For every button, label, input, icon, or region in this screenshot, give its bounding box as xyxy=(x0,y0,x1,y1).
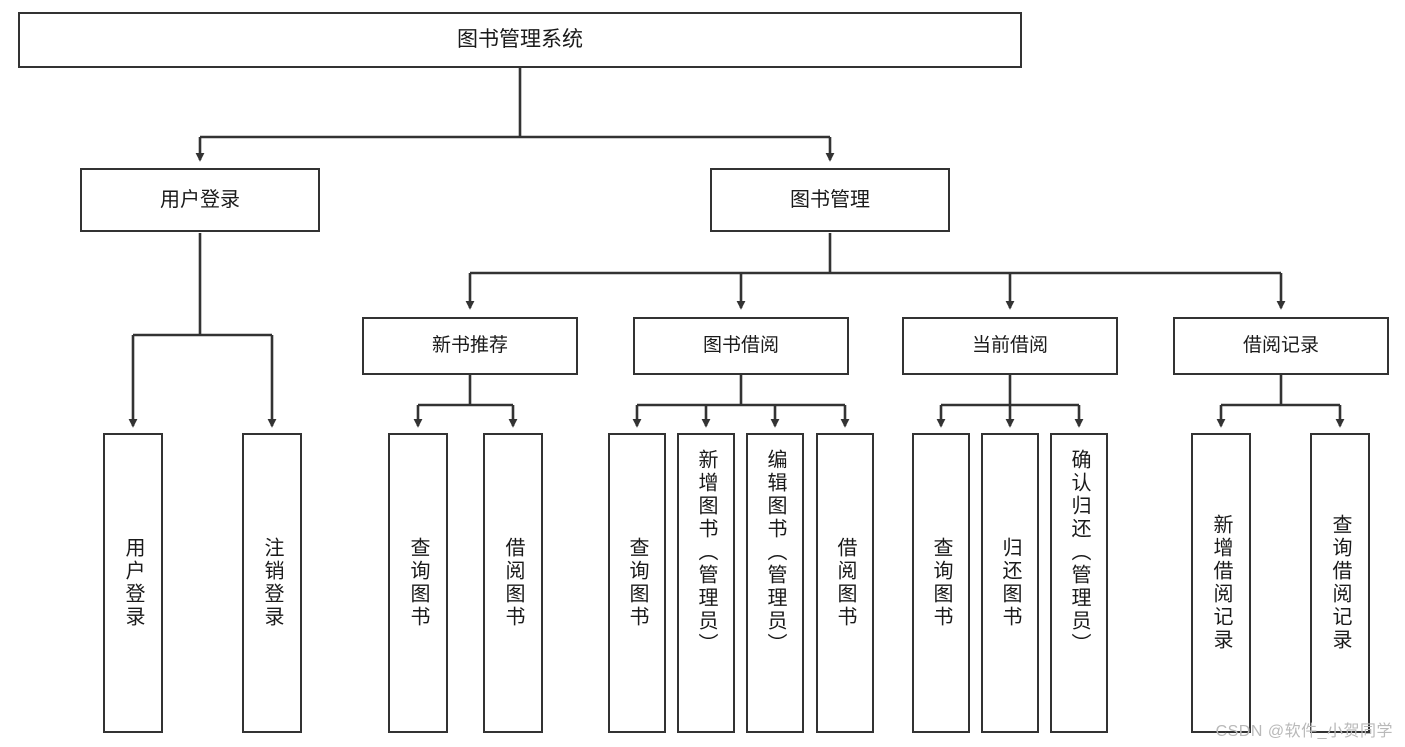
node-leaf-return-book[interactable]: 归还图书 xyxy=(981,433,1039,733)
node-leaf-query-book-2-label: 查询图书 xyxy=(626,537,648,629)
node-current-borrow-label: 当前借阅 xyxy=(971,335,1048,357)
node-leaf-logout[interactable]: 注销登录 xyxy=(242,433,302,733)
node-leaf-borrow-book-1-label: 借阅图书 xyxy=(502,537,524,629)
node-leaf-add-record[interactable]: 新增借阅记录 xyxy=(1191,433,1251,733)
node-book-borrow-label: 图书借阅 xyxy=(702,335,779,357)
node-user-login-label: 用户登录 xyxy=(160,188,240,211)
node-leaf-borrow-book-1[interactable]: 借阅图书 xyxy=(483,433,543,733)
node-current-borrow[interactable]: 当前借阅 xyxy=(902,317,1118,375)
node-leaf-confirm-return[interactable]: 确认归还（管理员） xyxy=(1050,433,1108,733)
node-new-book-recommend-label: 新书推荐 xyxy=(431,335,508,357)
node-leaf-add-record-label: 新增借阅记录 xyxy=(1210,514,1232,652)
node-leaf-user-login[interactable]: 用户登录 xyxy=(103,433,163,733)
node-leaf-query-book-2[interactable]: 查询图书 xyxy=(608,433,666,733)
node-book-manage-label: 图书管理 xyxy=(790,188,870,211)
node-leaf-borrow-book-2[interactable]: 借阅图书 xyxy=(816,433,874,733)
node-leaf-query-book-3-label: 查询图书 xyxy=(930,537,952,629)
node-leaf-logout-label: 注销登录 xyxy=(261,537,283,629)
node-new-book-recommend[interactable]: 新书推荐 xyxy=(362,317,578,375)
node-leaf-edit-book-label: 编辑图书（管理员） xyxy=(764,449,786,656)
node-leaf-query-book-3[interactable]: 查询图书 xyxy=(912,433,970,733)
node-root-system[interactable]: 图书管理系统 xyxy=(18,12,1022,68)
node-borrow-record-label: 借阅记录 xyxy=(1242,335,1319,357)
node-leaf-query-book-1[interactable]: 查询图书 xyxy=(388,433,448,733)
node-leaf-add-book[interactable]: 新增图书（管理员） xyxy=(677,433,735,733)
node-user-login[interactable]: 用户登录 xyxy=(80,168,320,232)
node-leaf-query-record-label: 查询借阅记录 xyxy=(1329,514,1351,652)
node-root-system-label: 图书管理系统 xyxy=(457,28,583,52)
node-book-borrow[interactable]: 图书借阅 xyxy=(633,317,849,375)
node-borrow-record[interactable]: 借阅记录 xyxy=(1173,317,1389,375)
node-leaf-confirm-return-label: 确认归还（管理员） xyxy=(1068,449,1090,656)
node-leaf-query-book-1-label: 查询图书 xyxy=(407,537,429,629)
node-leaf-return-book-label: 归还图书 xyxy=(999,537,1021,629)
node-leaf-add-book-label: 新增图书（管理员） xyxy=(695,449,717,656)
watermark-text: CSDN @软件_小贺同学 xyxy=(1215,723,1393,740)
node-leaf-query-record[interactable]: 查询借阅记录 xyxy=(1310,433,1370,733)
node-leaf-edit-book[interactable]: 编辑图书（管理员） xyxy=(746,433,804,733)
node-leaf-borrow-book-2-label: 借阅图书 xyxy=(834,537,856,629)
node-book-manage[interactable]: 图书管理 xyxy=(710,168,950,232)
node-leaf-user-login-label: 用户登录 xyxy=(122,537,144,629)
